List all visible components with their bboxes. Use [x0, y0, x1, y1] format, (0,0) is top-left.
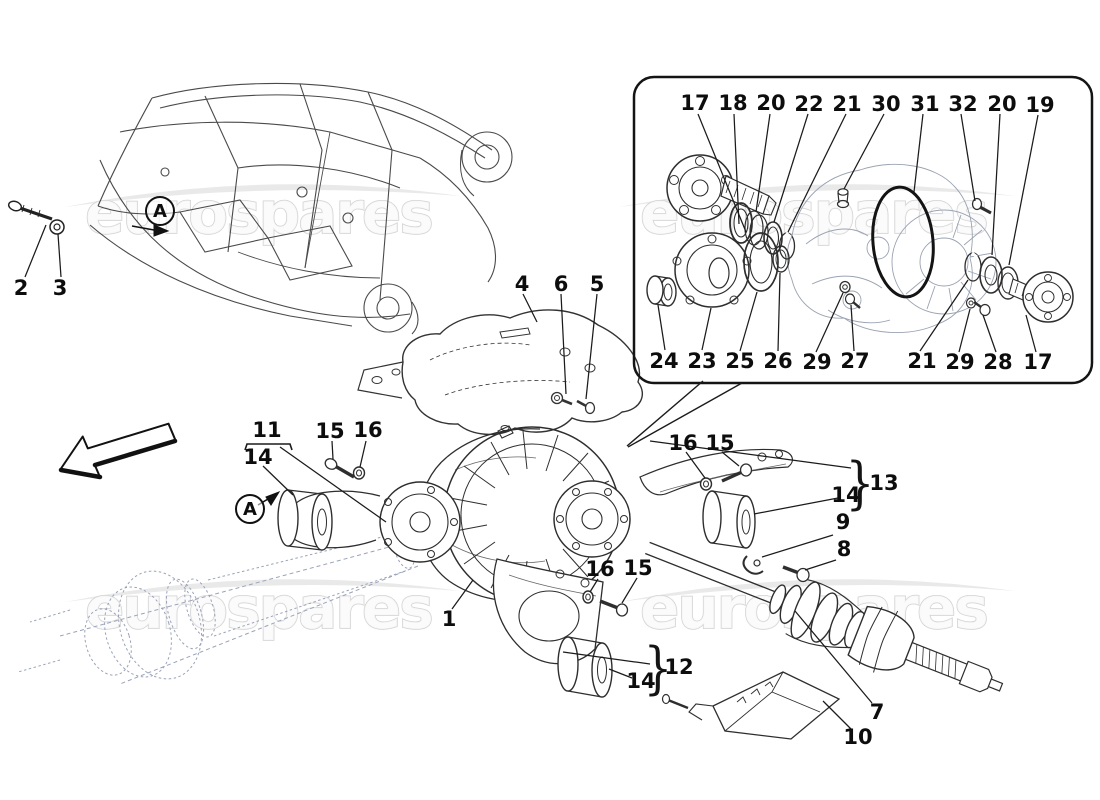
differential-assembly-drawing — [277, 425, 1004, 740]
inset-ghost-housing-drawing — [786, 164, 997, 333]
halfshaft-drawing — [645, 541, 1004, 693]
watermark-text: eurospares — [85, 179, 432, 247]
rear-subframe-drawing — [89, 82, 513, 335]
watermark-text: eurospares — [85, 574, 432, 642]
subframe-bolt-washer-drawing — [7, 200, 65, 235]
inset-exploded-parts-drawing — [646, 154, 1074, 323]
inset-detail-box — [632, 75, 1094, 385]
leader-lines — [24, 113, 1039, 730]
direction-arrow — [58, 422, 178, 480]
heat-shield-drawing — [357, 309, 643, 436]
view-a-arrows — [131, 224, 281, 506]
inset-pointer-lines — [626, 380, 743, 448]
